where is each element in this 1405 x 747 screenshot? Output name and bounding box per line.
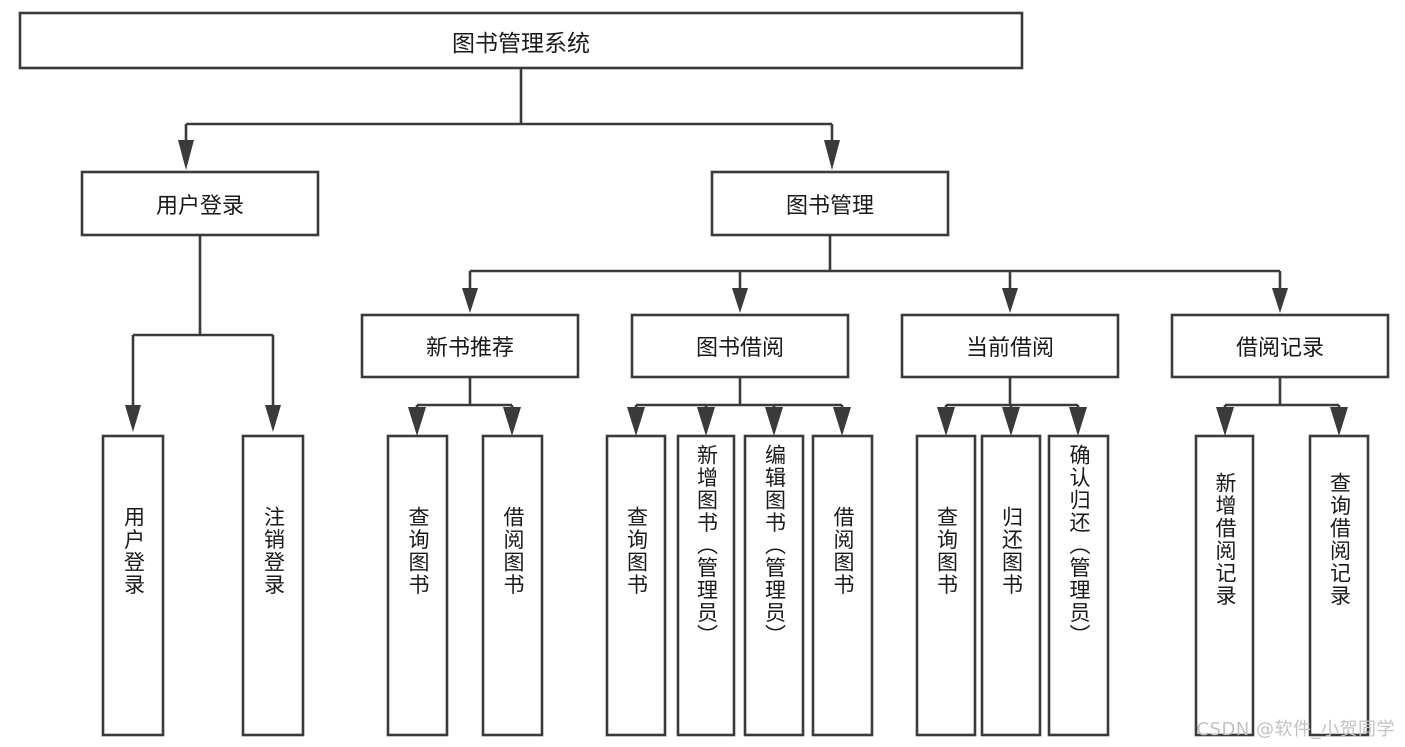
node-current-borrow-box[interactable]: [900, 313, 1120, 379]
arrow-head-book-management: [824, 140, 840, 170]
node-root-box[interactable]: [18, 11, 1024, 70]
arrow-head-leaf-borrow-book-2: [833, 407, 851, 436]
node-leaf-logout-login-box[interactable]: [241, 434, 305, 737]
node-leaf-return-book-box[interactable]: [980, 434, 1042, 737]
arrow-head-leaf-borrow-book-1: [503, 407, 521, 436]
node-leaf-query-record-box[interactable]: [1308, 434, 1370, 737]
arrow-head-leaf-query-book-1: [408, 407, 426, 436]
node-leaf-borrow-book-1-box[interactable]: [481, 434, 544, 737]
arrow-head-leaf-query-record: [1330, 407, 1348, 436]
arrow-head-new-book-recommend: [462, 288, 478, 313]
node-leaf-add-book-box[interactable]: [676, 434, 736, 737]
node-book-management-box[interactable]: [710, 170, 950, 237]
arrow-head-leaf-edit-book: [765, 407, 783, 436]
node-leaf-query-book-1-box[interactable]: [386, 434, 449, 737]
node-leaf-user-login-box[interactable]: [101, 434, 165, 737]
arrow-head-user-login: [178, 140, 194, 170]
node-book-borrow-box[interactable]: [630, 313, 850, 379]
arrow-head-leaf-add-book: [697, 407, 715, 436]
node-leaf-confirm-return-box[interactable]: [1047, 434, 1110, 737]
arrow-head-leaf-return-book: [1002, 407, 1020, 436]
arrow-head-leaf-logout-login: [265, 405, 281, 432]
node-borrow-record-box[interactable]: [1170, 313, 1390, 379]
node-leaf-add-record-box[interactable]: [1194, 434, 1255, 737]
node-new-book-recommend-box[interactable]: [360, 313, 580, 379]
node-leaf-edit-book-box[interactable]: [743, 434, 805, 737]
arrow-head-leaf-user-login: [125, 405, 141, 432]
node-leaf-query-book-2-box[interactable]: [605, 434, 667, 737]
arrow-head-leaf-confirm-return: [1069, 407, 1087, 436]
node-user-login-box[interactable]: [80, 170, 320, 237]
arrow-head-leaf-add-record: [1216, 407, 1234, 436]
node-leaf-borrow-book-2-box[interactable]: [811, 434, 874, 737]
arrow-head-book-borrow: [732, 288, 748, 313]
node-leaf-query-book-3-box[interactable]: [915, 434, 977, 737]
arrow-head-borrow-record: [1272, 288, 1288, 313]
arrow-head-leaf-query-book-2: [627, 407, 645, 436]
arrow-head-leaf-query-book-3: [937, 407, 955, 436]
arrow-head-current-borrow: [1002, 288, 1018, 313]
